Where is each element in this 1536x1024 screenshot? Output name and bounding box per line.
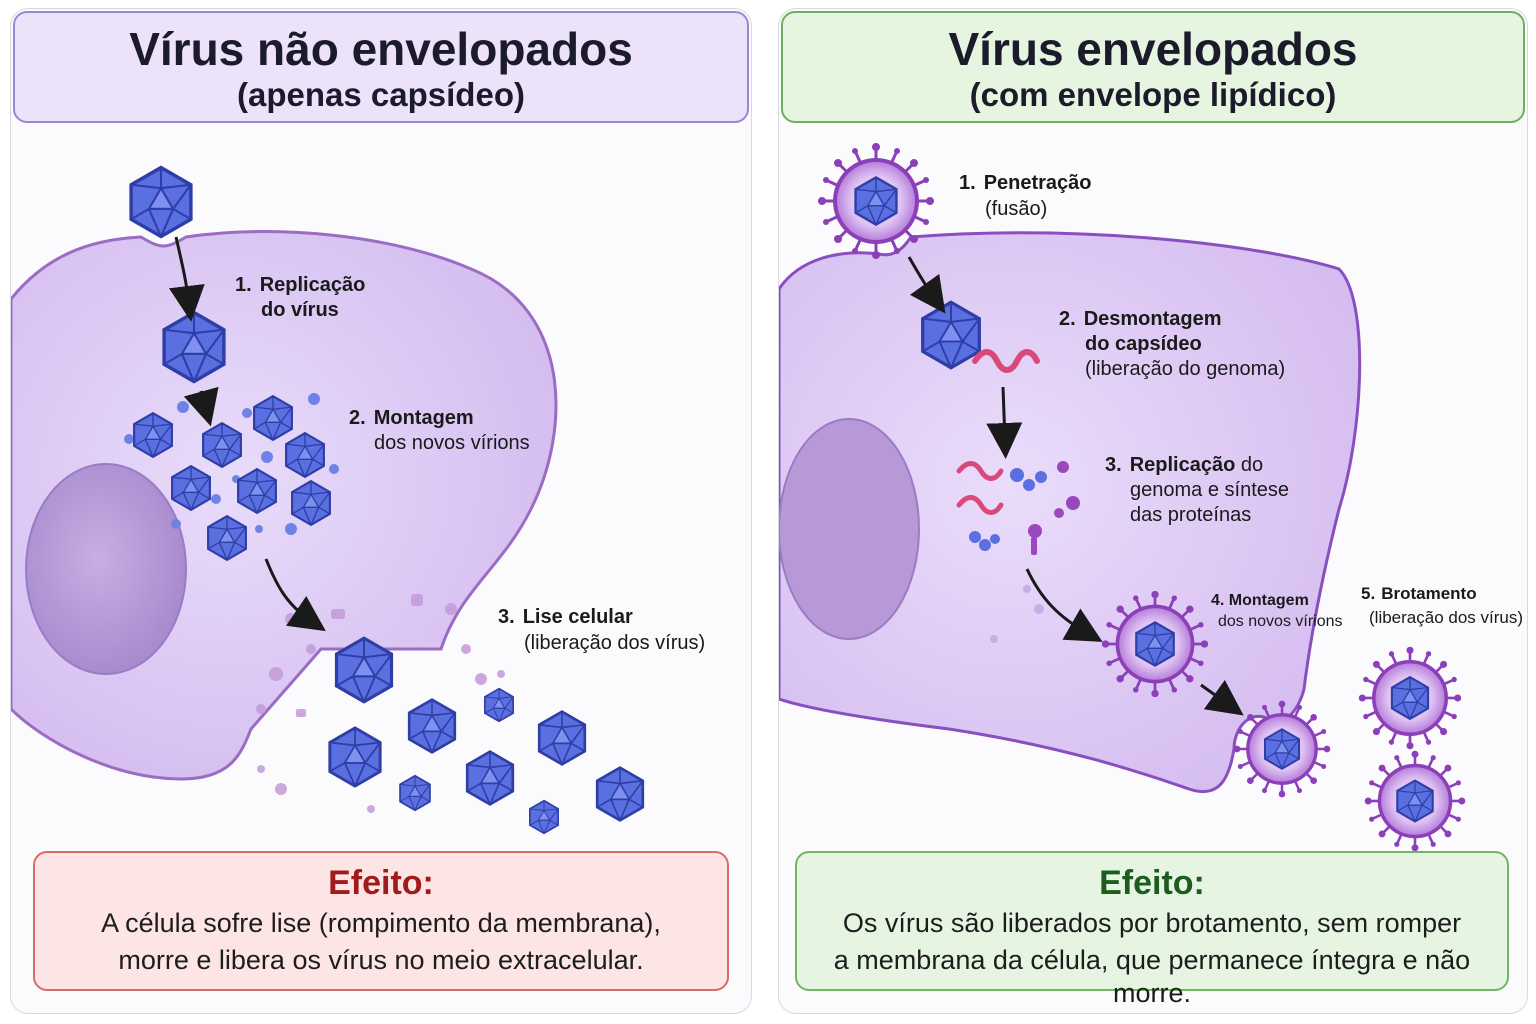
arrow-penetration xyxy=(907,256,946,314)
svg-text:5.Brotamento: 5. Brotamento xyxy=(1361,584,1477,603)
step3-line3: das proteínas xyxy=(1130,504,1251,526)
replicated-genomes xyxy=(956,461,1004,515)
step3-description: (liberação dos vírus) xyxy=(524,632,705,654)
step1-number: 1. xyxy=(235,274,252,296)
left-effect-line1: A célula sofre lise (rompimento da membr… xyxy=(101,908,661,938)
step1-description: (fusão) xyxy=(985,198,1047,220)
left-effect-title: Efeito: xyxy=(328,864,434,902)
svg-text:1.Penetração: 1. Penetração xyxy=(959,172,1092,194)
svg-text:2.Montagem: 2. Montagem xyxy=(349,407,474,429)
enveloped-panel: 1. Penetração (fusão) 2. Desmontagem do ca… xyxy=(778,8,1528,1014)
right-effect-line2: a membrana da célula, que permanece ínte… xyxy=(833,945,1471,1008)
svg-text:2.Desmontagem: 2. Desmontagem xyxy=(1059,308,1222,330)
step2-label-line2: do capsídeo xyxy=(1085,333,1202,355)
step1-number: 1. xyxy=(959,172,976,194)
svg-text:1.Replicação: 1. Replicação xyxy=(235,274,365,296)
arrow-assembly xyxy=(183,386,219,427)
non-enveloped-diagram: 1. Replicação do vírus 2. Montagem dos nov… xyxy=(11,165,705,835)
step3-number: 3. xyxy=(498,606,515,628)
entering-virus xyxy=(129,165,193,239)
arrow-assembly xyxy=(1025,568,1103,642)
step4-label: 4. Montagem xyxy=(1211,592,1309,609)
capsid-subunits xyxy=(124,393,339,535)
released-genome xyxy=(972,349,1040,373)
arrow-budding xyxy=(1200,679,1244,716)
right-title: Vírus envelopados xyxy=(948,23,1358,75)
non-enveloped-panel: 1. Replicação do vírus 2. Montagem dos nov… xyxy=(10,8,752,1014)
step2-number: 2. xyxy=(349,407,366,429)
step4-description: dos novos vírions xyxy=(1218,613,1343,630)
assembling-enveloped-virion xyxy=(1102,591,1208,697)
step3-tail: do xyxy=(1235,454,1263,476)
step5-description: (liberação dos vírus) xyxy=(1369,608,1523,627)
right-effect-title: Efeito: xyxy=(1099,864,1205,902)
right-header: Vírus envelopados (com envelope lipídico… xyxy=(781,11,1525,123)
step3-label: Replicação xyxy=(1130,454,1236,476)
step5-label: Brotamento xyxy=(1381,584,1476,603)
right-effect-line1: Os vírus são liberados por brotamento, s… xyxy=(842,908,1462,938)
left-title: Vírus não envelopados xyxy=(129,23,633,75)
step2-number: 2. xyxy=(1059,308,1076,330)
replicating-virus xyxy=(162,310,226,384)
step2-description: (liberação do genoma) xyxy=(1085,358,1285,380)
right-effect-box: Efeito: Os vírus são liberados por brota… xyxy=(795,851,1509,1008)
released-virion-2 xyxy=(1365,751,1466,852)
host-cell xyxy=(779,231,1362,794)
svg-text:3.Replicação do: 3. Replicação do xyxy=(1105,454,1263,476)
arrow-lysis xyxy=(264,558,326,632)
step2-label: Montagem xyxy=(374,407,474,429)
step3-label: Lise celular xyxy=(523,606,633,628)
step3-number: 3. xyxy=(1105,454,1122,476)
step2-description: dos novos vírions xyxy=(374,432,530,454)
enveloped-diagram: 1. Penetração (fusão) 2. Desmontagem do ca… xyxy=(779,9,1523,1013)
budding-virion xyxy=(1234,701,1331,798)
envelope-proteins xyxy=(1028,461,1080,555)
released-virions xyxy=(328,636,645,835)
released-virion-1 xyxy=(1359,647,1461,749)
step2-label: Desmontagem xyxy=(1084,308,1222,330)
uncoated-capsid xyxy=(921,300,981,370)
step3-line2: genoma e síntese xyxy=(1130,479,1289,501)
nucleus xyxy=(25,463,187,675)
left-effect-box: Efeito: A célula sofre lise (rompimento … xyxy=(33,851,729,991)
step1-label: Penetração xyxy=(984,172,1092,194)
nucleus xyxy=(779,418,920,640)
arrow-entry xyxy=(168,236,205,322)
step5-number: 5. xyxy=(1361,584,1375,603)
arrow-uncoating xyxy=(986,386,1023,459)
viral-proteins xyxy=(969,468,1047,551)
membrane-debris xyxy=(256,594,505,813)
step1-label-line2: do vírus xyxy=(261,299,339,321)
left-effect-line2: morre e libera os vírus no meio extracel… xyxy=(118,945,644,975)
svg-text:3.Lise celular: 3. Lise celular xyxy=(498,606,633,628)
cytoplasm-dots xyxy=(990,585,1044,643)
step1-label: Replicação xyxy=(260,274,366,296)
left-subtitle: (apenas capsídeo) xyxy=(237,76,525,113)
right-subtitle: (com envelope lipídico) xyxy=(969,76,1337,113)
left-header: Vírus não envelopados (apenas capsídeo) xyxy=(13,11,749,123)
entering-enveloped-virus xyxy=(818,143,934,259)
